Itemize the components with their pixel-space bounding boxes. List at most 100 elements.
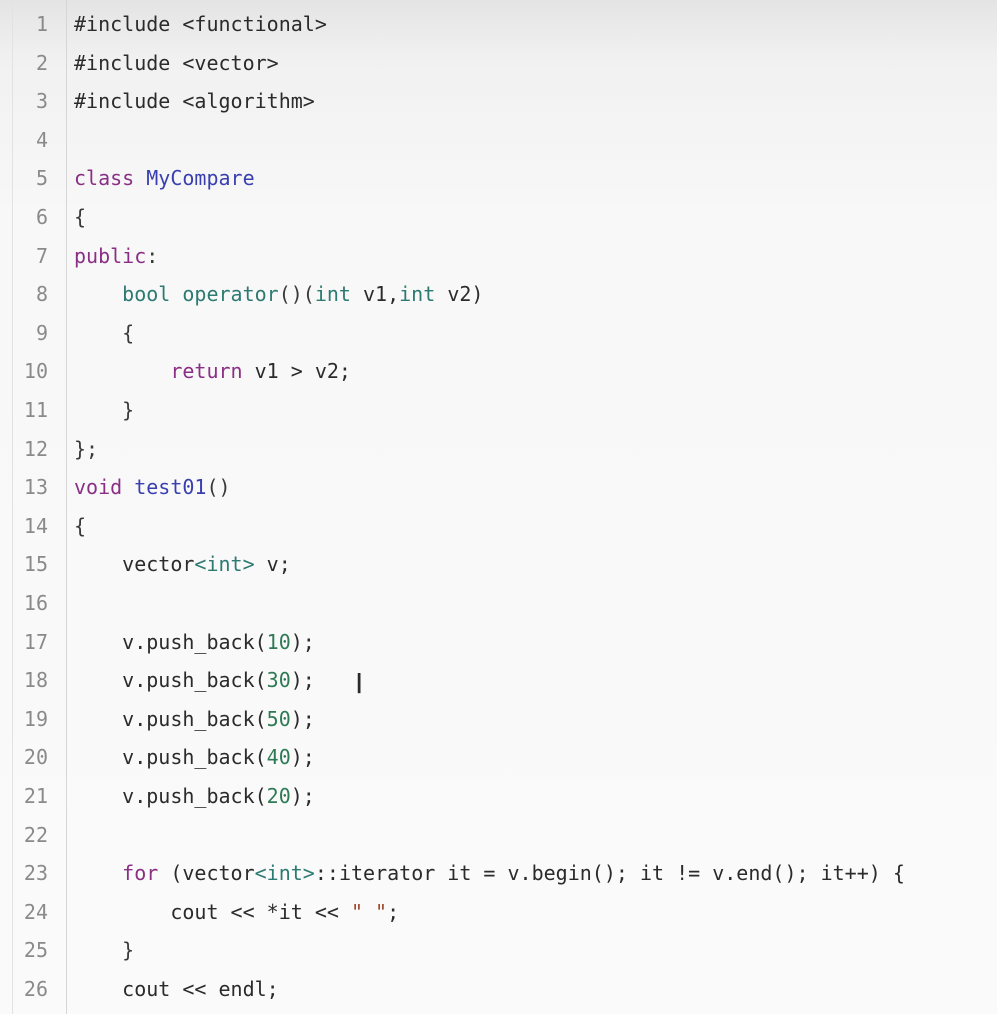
code-token: vector [74,552,195,577]
code-line[interactable]: 7 public: [0,237,997,275]
code-text[interactable]: cout << endl; [74,970,279,1008]
code-token: <int> [194,552,255,577]
code-token: v.push_back( [74,784,267,808]
code-line[interactable]: 13 void test01() [0,468,997,506]
code-text[interactable]: { [74,314,134,352]
code-token: #include <functional> [74,12,327,36]
code-text[interactable]: vector<int> v; [74,545,291,583]
code-line[interactable]: 6{ [0,198,997,236]
code-line[interactable]: 22 [0,816,997,854]
code-line[interactable]: 8 bool operator()(int v1,int v2) [0,275,997,313]
code-text[interactable]: v.push_back(10); [74,623,315,661]
code-token: ); [290,745,315,770]
code-token: v; [254,552,291,577]
code-text[interactable]: void test01() [74,468,231,506]
code-line[interactable]: 21 v.push_back(20); [0,777,997,815]
code-line[interactable]: 2 #include <vector> [0,44,997,82]
code-line[interactable]: 17 v.push_back(10); [0,623,997,661]
code-line[interactable]: 18 v.push_back(30); [0,661,997,699]
line-number: 6 [35,205,48,229]
line-number: 10 [23,359,48,384]
code-token: v2) [447,282,484,307]
code-token: { [74,513,87,538]
code-line[interactable]: 11 } [0,391,997,429]
code-line[interactable]: 26 cout << endl; [0,970,997,1008]
code-line[interactable]: 3 #include <algorithm> [0,82,997,120]
code-text[interactable]: bool operator()(int v1,int v2) [74,275,483,313]
code-token: ); [290,706,315,731]
code-token [74,861,122,885]
code-text[interactable]: { [74,507,86,545]
code-line[interactable]: 14{ [0,507,997,545]
code-token: int [399,282,448,307]
code-text[interactable]: { [74,198,86,236]
code-text[interactable]: } [74,391,134,429]
code-token: } [74,938,135,963]
code-token: operator [182,282,279,307]
code-token: v.push_back( [74,668,267,693]
code-line[interactable]: 1#include <functional> [0,5,997,43]
code-token: }; [74,436,99,461]
code-line[interactable]: 5 class MyCompare [0,159,997,197]
code-token: v1 > v2; [254,359,351,384]
code-token: 10 [266,629,291,654]
code-line[interactable]: 10 return v1 > v2; [0,352,997,390]
code-token: (vector [170,861,255,886]
line-number: 13 [23,475,48,500]
code-token: ); [290,629,315,654]
code-token [74,359,170,383]
line-number: 3 [35,89,48,114]
line-number: 2 [35,50,48,75]
code-text[interactable]: public: [74,237,158,275]
code-token: test01 [134,475,207,500]
code-text[interactable]: class MyCompare [74,159,255,197]
line-number: 18 [23,668,48,693]
code-text[interactable]: #include <vector> [74,44,279,82]
code-text[interactable]: }; [74,430,98,468]
code-line[interactable]: 12}; [0,430,997,468]
text-cursor-icon: I [355,667,364,700]
code-token: { [74,320,135,345]
code-token: void [74,475,135,500]
code-line[interactable]: 15 vector<int> v; [0,545,997,583]
code-token: { [74,205,87,229]
code-line[interactable]: 4 [0,121,997,159]
code-line[interactable]: 25 } [0,931,997,969]
code-token: bool [122,282,183,307]
code-text[interactable]: v.push_back(30); [74,661,315,699]
code-text[interactable]: } [74,931,134,969]
code-text[interactable]: #include <algorithm> [74,82,315,120]
code-token: } [74,398,135,422]
code-token: v.push_back( [74,706,267,731]
code-line[interactable]: 16 [0,584,997,622]
code-line[interactable]: 20 v.push_back(40); [0,738,997,776]
code-line[interactable]: 9 { [0,314,997,352]
line-number: 5 [35,166,48,191]
code-token: () [206,475,231,500]
code-text[interactable]: v.push_back(50); [74,700,315,738]
code-text[interactable]: v.push_back(40); [74,738,315,776]
code-line[interactable]: 19 v.push_back(50); [0,700,997,738]
code-token: cout << endl; [74,977,279,1001]
code-token: ); [290,784,315,808]
code-token: for [122,861,171,886]
code-text[interactable]: for (vector<int>::iterator it = v.begin(… [74,854,905,892]
line-number: 11 [23,398,48,422]
line-number: 7 [35,243,48,268]
code-token: cout << *it << [74,899,351,924]
code-text[interactable]: v.push_back(20); [74,777,315,815]
code-line[interactable]: 23 for (vector<int>::iterator it = v.beg… [0,854,997,892]
code-token: ; [387,899,400,924]
code-text[interactable]: return v1 > v2; [74,352,351,390]
code-token: v.push_back( [74,629,267,654]
code-text[interactable]: #include <functional> [74,5,327,43]
line-number: 21 [23,784,48,808]
code-token: " " [350,899,388,924]
code-line[interactable]: 24 cout << *it << " "; [0,893,997,931]
line-number-gutter [0,0,67,1014]
line-number: 17 [23,629,48,654]
code-text[interactable]: cout << *it << " "; [74,893,399,931]
line-number: 8 [35,282,48,307]
code-token: 30 [266,668,291,693]
